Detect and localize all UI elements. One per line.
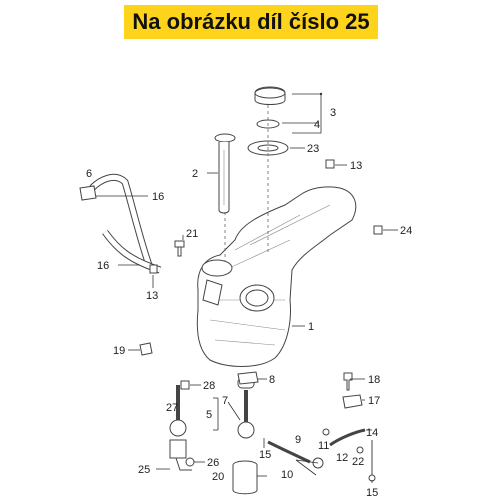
part-label-15-left: 15 — [259, 449, 271, 461]
part-label-20: 20 — [212, 471, 224, 483]
nut-19 — [139, 342, 153, 356]
part-20-sleeve — [232, 460, 258, 495]
part-label-21: 21 — [186, 228, 198, 240]
hose-clip — [79, 185, 97, 201]
fitting-11 — [322, 428, 330, 436]
part-label-9: 9 — [295, 434, 301, 446]
part-label-3: 3 — [330, 107, 336, 119]
part-label-4: 4 — [314, 119, 320, 131]
part-label-27: 27 — [166, 402, 178, 414]
fuel-pipe-14 — [329, 428, 366, 447]
fitting-22 — [356, 446, 364, 454]
screw-24 — [373, 225, 383, 235]
part-label-16-upper: 16 — [152, 191, 164, 203]
part-label-15-right: 15 — [366, 487, 378, 499]
part-label-14: 14 — [366, 427, 378, 439]
clamp-8 — [237, 371, 259, 385]
part-label-17: 17 — [368, 395, 380, 407]
screw-28 — [180, 380, 190, 390]
part-label-11: 11 — [318, 440, 329, 452]
part-label-19: 19 — [113, 345, 125, 357]
part-label-24: 24 — [400, 225, 412, 237]
part-label-5: 5 — [206, 409, 212, 421]
clamp-13-upper — [325, 159, 335, 169]
part-label-22: 22 — [352, 456, 364, 468]
part-label-13-lower: 13 — [146, 290, 158, 302]
screw-21 — [174, 240, 185, 257]
part-label-10: 10 — [281, 469, 293, 481]
fuel-cap — [254, 86, 286, 105]
fuel-tap-assembly-right — [237, 377, 255, 439]
part-label-28: 28 — [203, 380, 215, 392]
banner: Na obrázku díl číslo 25 — [0, 0, 500, 44]
part-label-7: 7 — [222, 395, 228, 407]
part-label-6: 6 — [86, 168, 92, 180]
fuel-level-sender — [214, 133, 236, 214]
fuel-tap-assembly-left — [169, 385, 192, 471]
part-label-13-upper: 13 — [350, 160, 362, 172]
part-label-26: 26 — [207, 457, 219, 469]
part-label-25: 25 — [138, 464, 150, 476]
part-label-12: 12 — [336, 452, 348, 464]
part-label-1: 1 — [308, 321, 314, 333]
fuel-tank — [196, 186, 357, 367]
part-label-18: 18 — [368, 374, 380, 386]
part-label-8: 8 — [269, 374, 275, 386]
part-label-2: 2 — [192, 168, 198, 180]
part-label-23: 23 — [307, 143, 319, 155]
clamp-13-lower — [149, 264, 158, 274]
part-label-16-lower: 16 — [97, 260, 109, 272]
screw-18 — [343, 372, 353, 391]
washer-26 — [185, 457, 195, 467]
banner-title: Na obrázku díl číslo 25 — [124, 5, 378, 39]
bracket-17 — [342, 394, 363, 409]
fuel-pipe-9 — [267, 440, 311, 464]
breather-hose-lower — [102, 229, 162, 274]
